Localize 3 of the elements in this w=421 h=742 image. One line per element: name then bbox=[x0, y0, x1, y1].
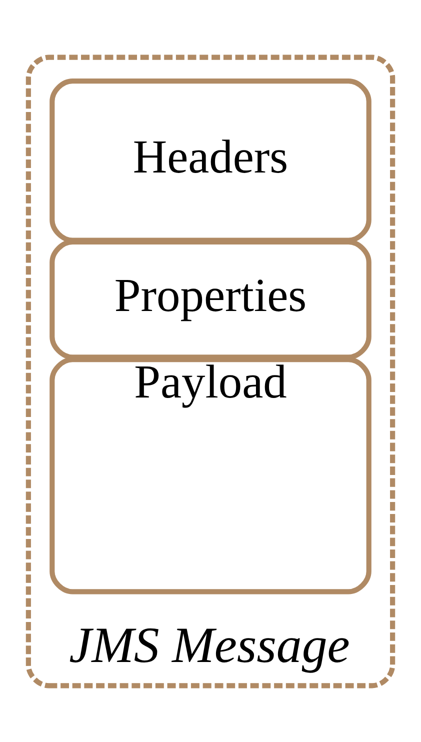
node-box: Properties bbox=[50, 238, 372, 360]
node-box: Payload bbox=[50, 356, 372, 594]
node-box: Headers bbox=[50, 78, 372, 242]
